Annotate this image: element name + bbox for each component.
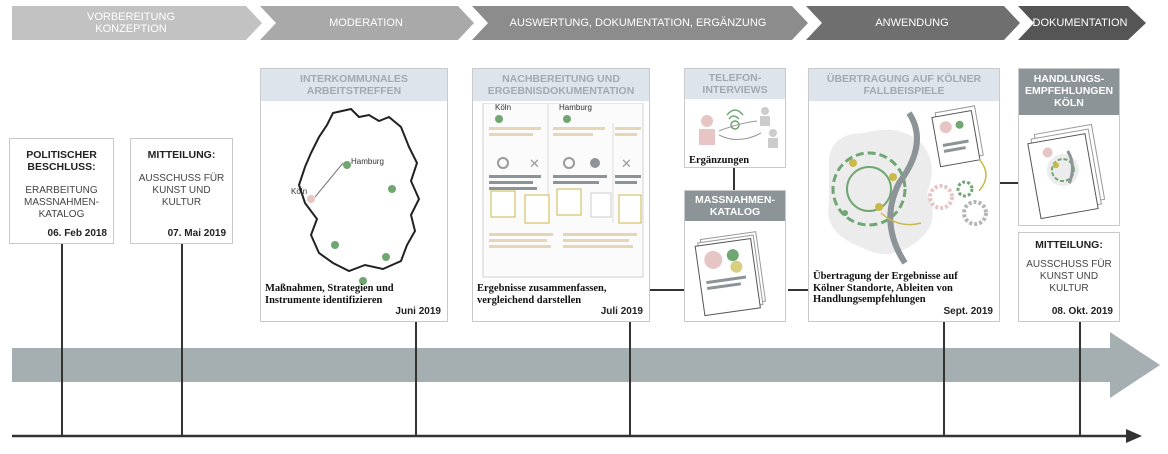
card-1-date: 06. Feb 2018 xyxy=(47,228,107,239)
box5-caption: Übertragung der Ergebnisse auf Kölner St… xyxy=(813,271,958,305)
gear-icon-grey xyxy=(962,200,988,226)
route-line xyxy=(314,162,344,198)
phase-1-line1: VORBEREITUNG xyxy=(86,11,175,23)
phase-4-text: ANWENDUNG xyxy=(875,17,949,29)
box4-header: MASSNAHMEN- KATALOG xyxy=(685,191,785,221)
phase-2-text: MODERATION xyxy=(329,17,403,29)
box3-caption: Ergänzungen xyxy=(689,155,750,166)
card-3-title: MITTEILUNG: xyxy=(1035,239,1103,251)
timeline-axis-arrowhead xyxy=(1126,429,1142,443)
card-2-title: MITTEILUNG: xyxy=(147,149,216,161)
phase-5-text: DOKUMENTATION xyxy=(1032,17,1128,29)
box3-header: TELEFON- INTERVIEWS xyxy=(685,69,785,99)
card-2-date: 07. Mai 2019 xyxy=(167,228,226,239)
doc-label-hamburg: Hamburg xyxy=(559,103,592,112)
telephone-interview-illustration xyxy=(699,107,778,148)
phase-label-3: AUSWERTUNG, DOKUMENTATION, ERGÄNZUNG xyxy=(488,6,788,40)
card-1-title: POLITISCHER BESCHLUSS: xyxy=(26,149,97,173)
svg-text:✕: ✕ xyxy=(621,156,632,171)
phase-arrow-1 xyxy=(12,6,262,40)
box-uebertragung: ÜBERTRAGUNG AUF KÖLNER FALLBEISPIELE Übe… xyxy=(808,68,1000,322)
phase-3-text: AUSWERTUNG, DOKUMENTATION, ERGÄNZUNG xyxy=(509,17,767,29)
box5-header: ÜBERTRAGUNG AUF KÖLNER FALLBEISPIELE xyxy=(809,69,999,101)
recommendations-stack-illustration xyxy=(1027,123,1106,220)
phase-arrow-2 xyxy=(260,6,474,40)
card-mitteilung-2: MITTEILUNG: AUSSCHUSS FÜR KUNST UND KULT… xyxy=(1018,232,1120,322)
map-label-koeln: Köln xyxy=(291,187,308,196)
box-handlungsempfehlungen: HANDLUNGS- EMPFEHLUNGEN KÖLN xyxy=(1018,68,1120,226)
card-3-date: 08. Okt. 2019 xyxy=(1051,306,1113,317)
gear-icon xyxy=(928,184,954,210)
catalog-stack-illustration xyxy=(694,231,767,317)
phase-arrow-3 xyxy=(472,6,808,40)
card-mitteilung-1: MITTEILUNG: AUSSCHUSS FÜR KUNST UND KULT… xyxy=(130,138,233,244)
phone-icon xyxy=(726,109,744,120)
card-3-text: AUSSCHUSS FÜR KUNST UND KULTUR xyxy=(1026,259,1112,294)
box5-date: Sept. 2019 xyxy=(943,306,993,317)
rhine-river xyxy=(887,111,920,265)
phase-label-5: DOKUMENTATION xyxy=(1030,6,1130,40)
box-telefoninterviews: TELEFON- INTERVIEWS Ergänzungen xyxy=(684,68,786,168)
box-nachbereitung: NACHBEREITUNG UND ERGEBNISDOKUMENTATION … xyxy=(472,68,650,322)
box-massnahmenkatalog: MASSNAHMEN- KATALOG xyxy=(684,190,786,322)
phase-arrow-5 xyxy=(1018,6,1146,40)
phase-label-2: MODERATION xyxy=(276,6,456,40)
phase-arrow-4 xyxy=(806,6,1020,40)
box2-caption: Ergebnisse zusammenfassen, vergleichend … xyxy=(477,283,607,306)
box6-header: HANDLUNGS- EMPFEHLUNGEN KÖLN xyxy=(1019,69,1119,115)
phase-1-line2: KONZEPTION xyxy=(95,23,167,35)
doc-label-koeln: Köln xyxy=(495,103,512,112)
card-2-text: AUSSCHUSS FÜR KUNST UND KULTUR xyxy=(138,173,225,208)
box-arbeitstreffen: INTERKOMMUNALES ARBEITSTREFFEN Hamburg K… xyxy=(260,68,448,322)
card-1-text: ERARBEITUNG MASSNAHMEN- KATALOG xyxy=(23,185,99,220)
comparison-document: ✕ ✕ xyxy=(482,103,644,278)
cologne-map-illustration xyxy=(828,105,988,265)
box2-date: Juli 2019 xyxy=(600,306,643,317)
timeline-band-arrow xyxy=(12,332,1160,398)
gear-icon-small xyxy=(956,180,974,198)
svg-text:✕: ✕ xyxy=(529,156,540,171)
box1-header: INTERKOMMUNALES ARBEITSTREFFEN xyxy=(261,69,447,101)
box1-date: Juni 2019 xyxy=(395,306,441,317)
germany-map xyxy=(297,107,421,285)
box2-header: NACHBEREITUNG UND ERGEBNISDOKUMENTATION xyxy=(473,69,649,101)
box1-caption: Maßnahmen, Strategien und Instrumente id… xyxy=(265,283,394,306)
phase-label-4: ANWENDUNG xyxy=(822,6,1002,40)
card-politischer-beschluss: POLITISCHER BESCHLUSS: ERARBEITUNG MASSN… xyxy=(9,138,114,244)
map-label-hamburg: Hamburg xyxy=(351,157,384,166)
